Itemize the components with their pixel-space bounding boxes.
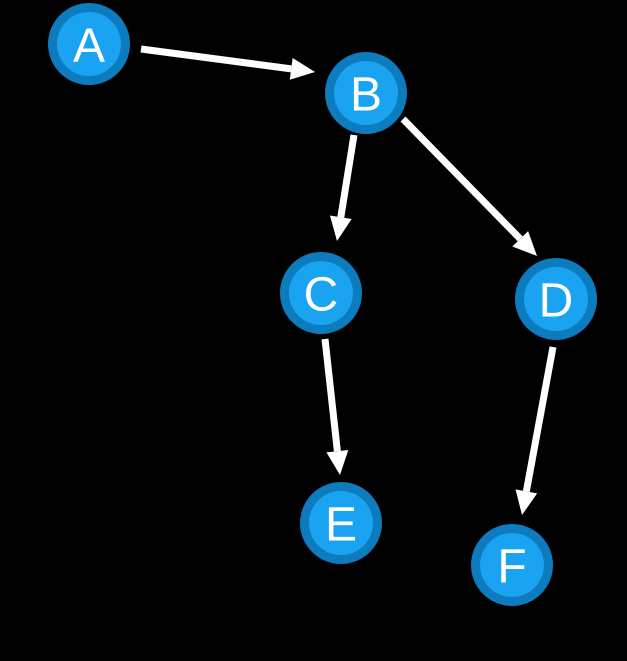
edge-shaft [321, 338, 341, 452]
edge-B-D [400, 116, 537, 256]
edge-C-E [321, 338, 349, 475]
edge-B-C [329, 134, 358, 241]
edge-A-B [140, 45, 315, 80]
node-C[interactable]: C [280, 252, 362, 334]
node-A[interactable]: A [48, 3, 130, 85]
node-body [334, 61, 398, 125]
node-body [289, 261, 353, 325]
node-E[interactable]: E [300, 482, 382, 564]
node-B[interactable]: B [325, 52, 407, 134]
edge-shaft [400, 116, 523, 242]
arrowhead-icon [329, 215, 352, 241]
node-F[interactable]: F [471, 524, 553, 606]
node-D[interactable]: D [515, 258, 597, 340]
node-body [57, 12, 121, 76]
edge-D-F [515, 346, 557, 515]
edge-shaft [337, 134, 358, 218]
edge-shaft [140, 45, 292, 73]
arrowhead-icon [289, 57, 315, 80]
edge-shaft [522, 346, 557, 493]
arrowhead-icon [515, 489, 538, 515]
arrowhead-icon [512, 231, 537, 256]
node-body [524, 267, 588, 331]
node-body [480, 533, 544, 597]
arrowhead-icon [326, 449, 349, 475]
node-body [309, 491, 373, 555]
